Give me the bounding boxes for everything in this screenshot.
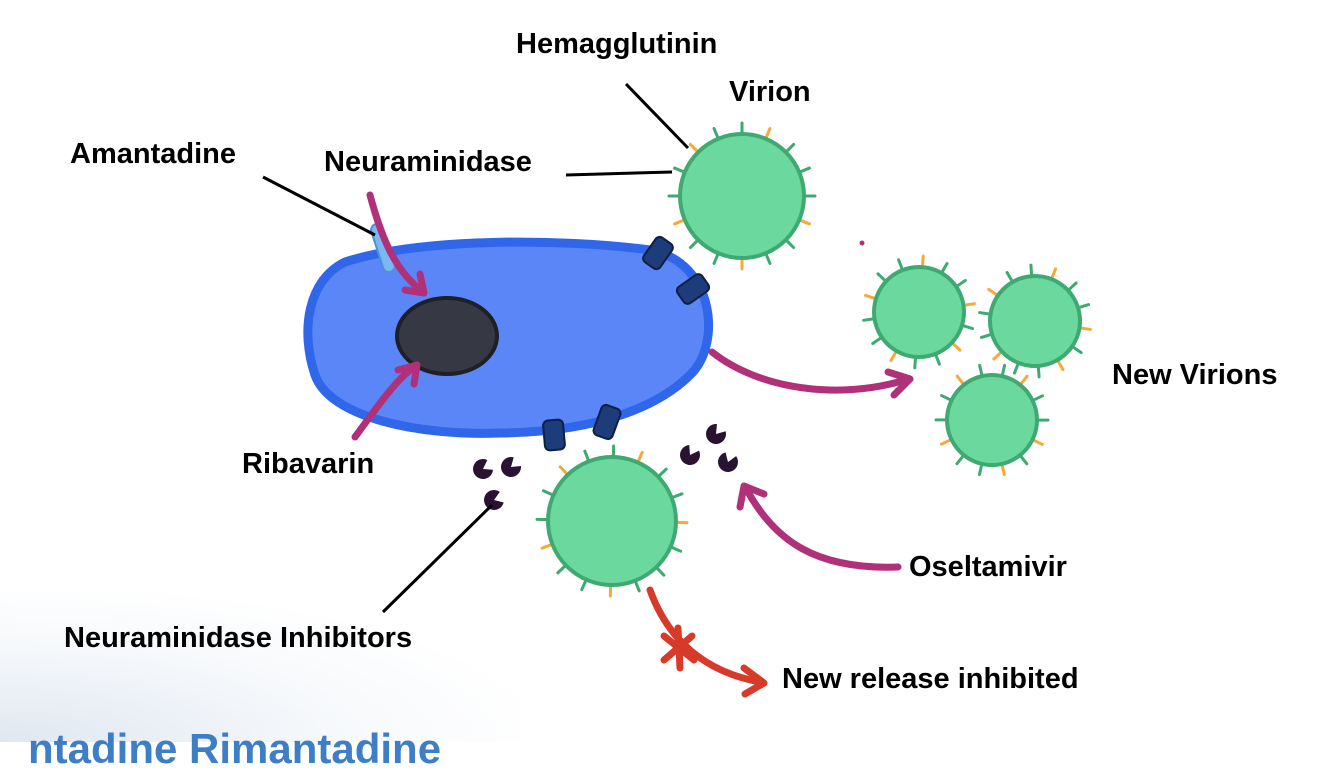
neuraminidase-inhibitor-molecule — [469, 456, 495, 482]
neuraminidase-inhibitor-molecule — [497, 454, 524, 481]
neuraminidase-inhibitor-molecule — [702, 421, 729, 448]
hemagglutinin-label: Hemagglutinin — [516, 30, 717, 59]
amantadine-leader-line — [263, 177, 375, 235]
new-virion-body — [874, 267, 964, 357]
new-virion — [864, 256, 975, 368]
neuraminidase-inhibitor-molecule — [715, 451, 740, 475]
amantadine-label: Amantadine — [70, 140, 236, 169]
host-cell — [308, 242, 709, 433]
oseltamivir-arrow — [748, 492, 898, 567]
new-virion-body — [947, 375, 1037, 465]
new-virion — [936, 365, 1048, 474]
hemagglutinin-leader-line — [626, 84, 688, 148]
stray-dot — [860, 241, 865, 246]
new-release-inhibited-label: New release inhibited — [782, 665, 1079, 694]
neuraminidase-inhibitor-molecule — [676, 443, 702, 469]
virion-blocked — [537, 446, 687, 596]
new-virion-body — [990, 276, 1080, 366]
new-virions-arrow — [712, 352, 905, 390]
cell-nucleus — [397, 298, 497, 374]
neuraminidase-inhibitor-molecule — [481, 488, 505, 513]
new-virion — [980, 265, 1091, 377]
cell-receptor — [543, 419, 566, 451]
footer-title-partial: ntadine Rimantadine — [28, 728, 441, 770]
inhibitors-leader-line — [383, 505, 492, 612]
neuraminidase-leader-line — [566, 172, 672, 175]
neuraminidase-inhibitors-label: Neuraminidase Inhibitors — [64, 624, 412, 653]
virion-main — [669, 123, 815, 269]
neuraminidase-label: Neuraminidase — [324, 148, 532, 177]
ribavarin-label: Ribavarin — [242, 450, 374, 479]
virion-blocked-body — [548, 457, 676, 585]
new-virions-label: New Virions — [1112, 361, 1277, 390]
virion-label: Virion — [729, 78, 811, 107]
virion-main-body — [680, 134, 804, 258]
oseltamivir-label: Oseltamivir — [909, 553, 1067, 582]
